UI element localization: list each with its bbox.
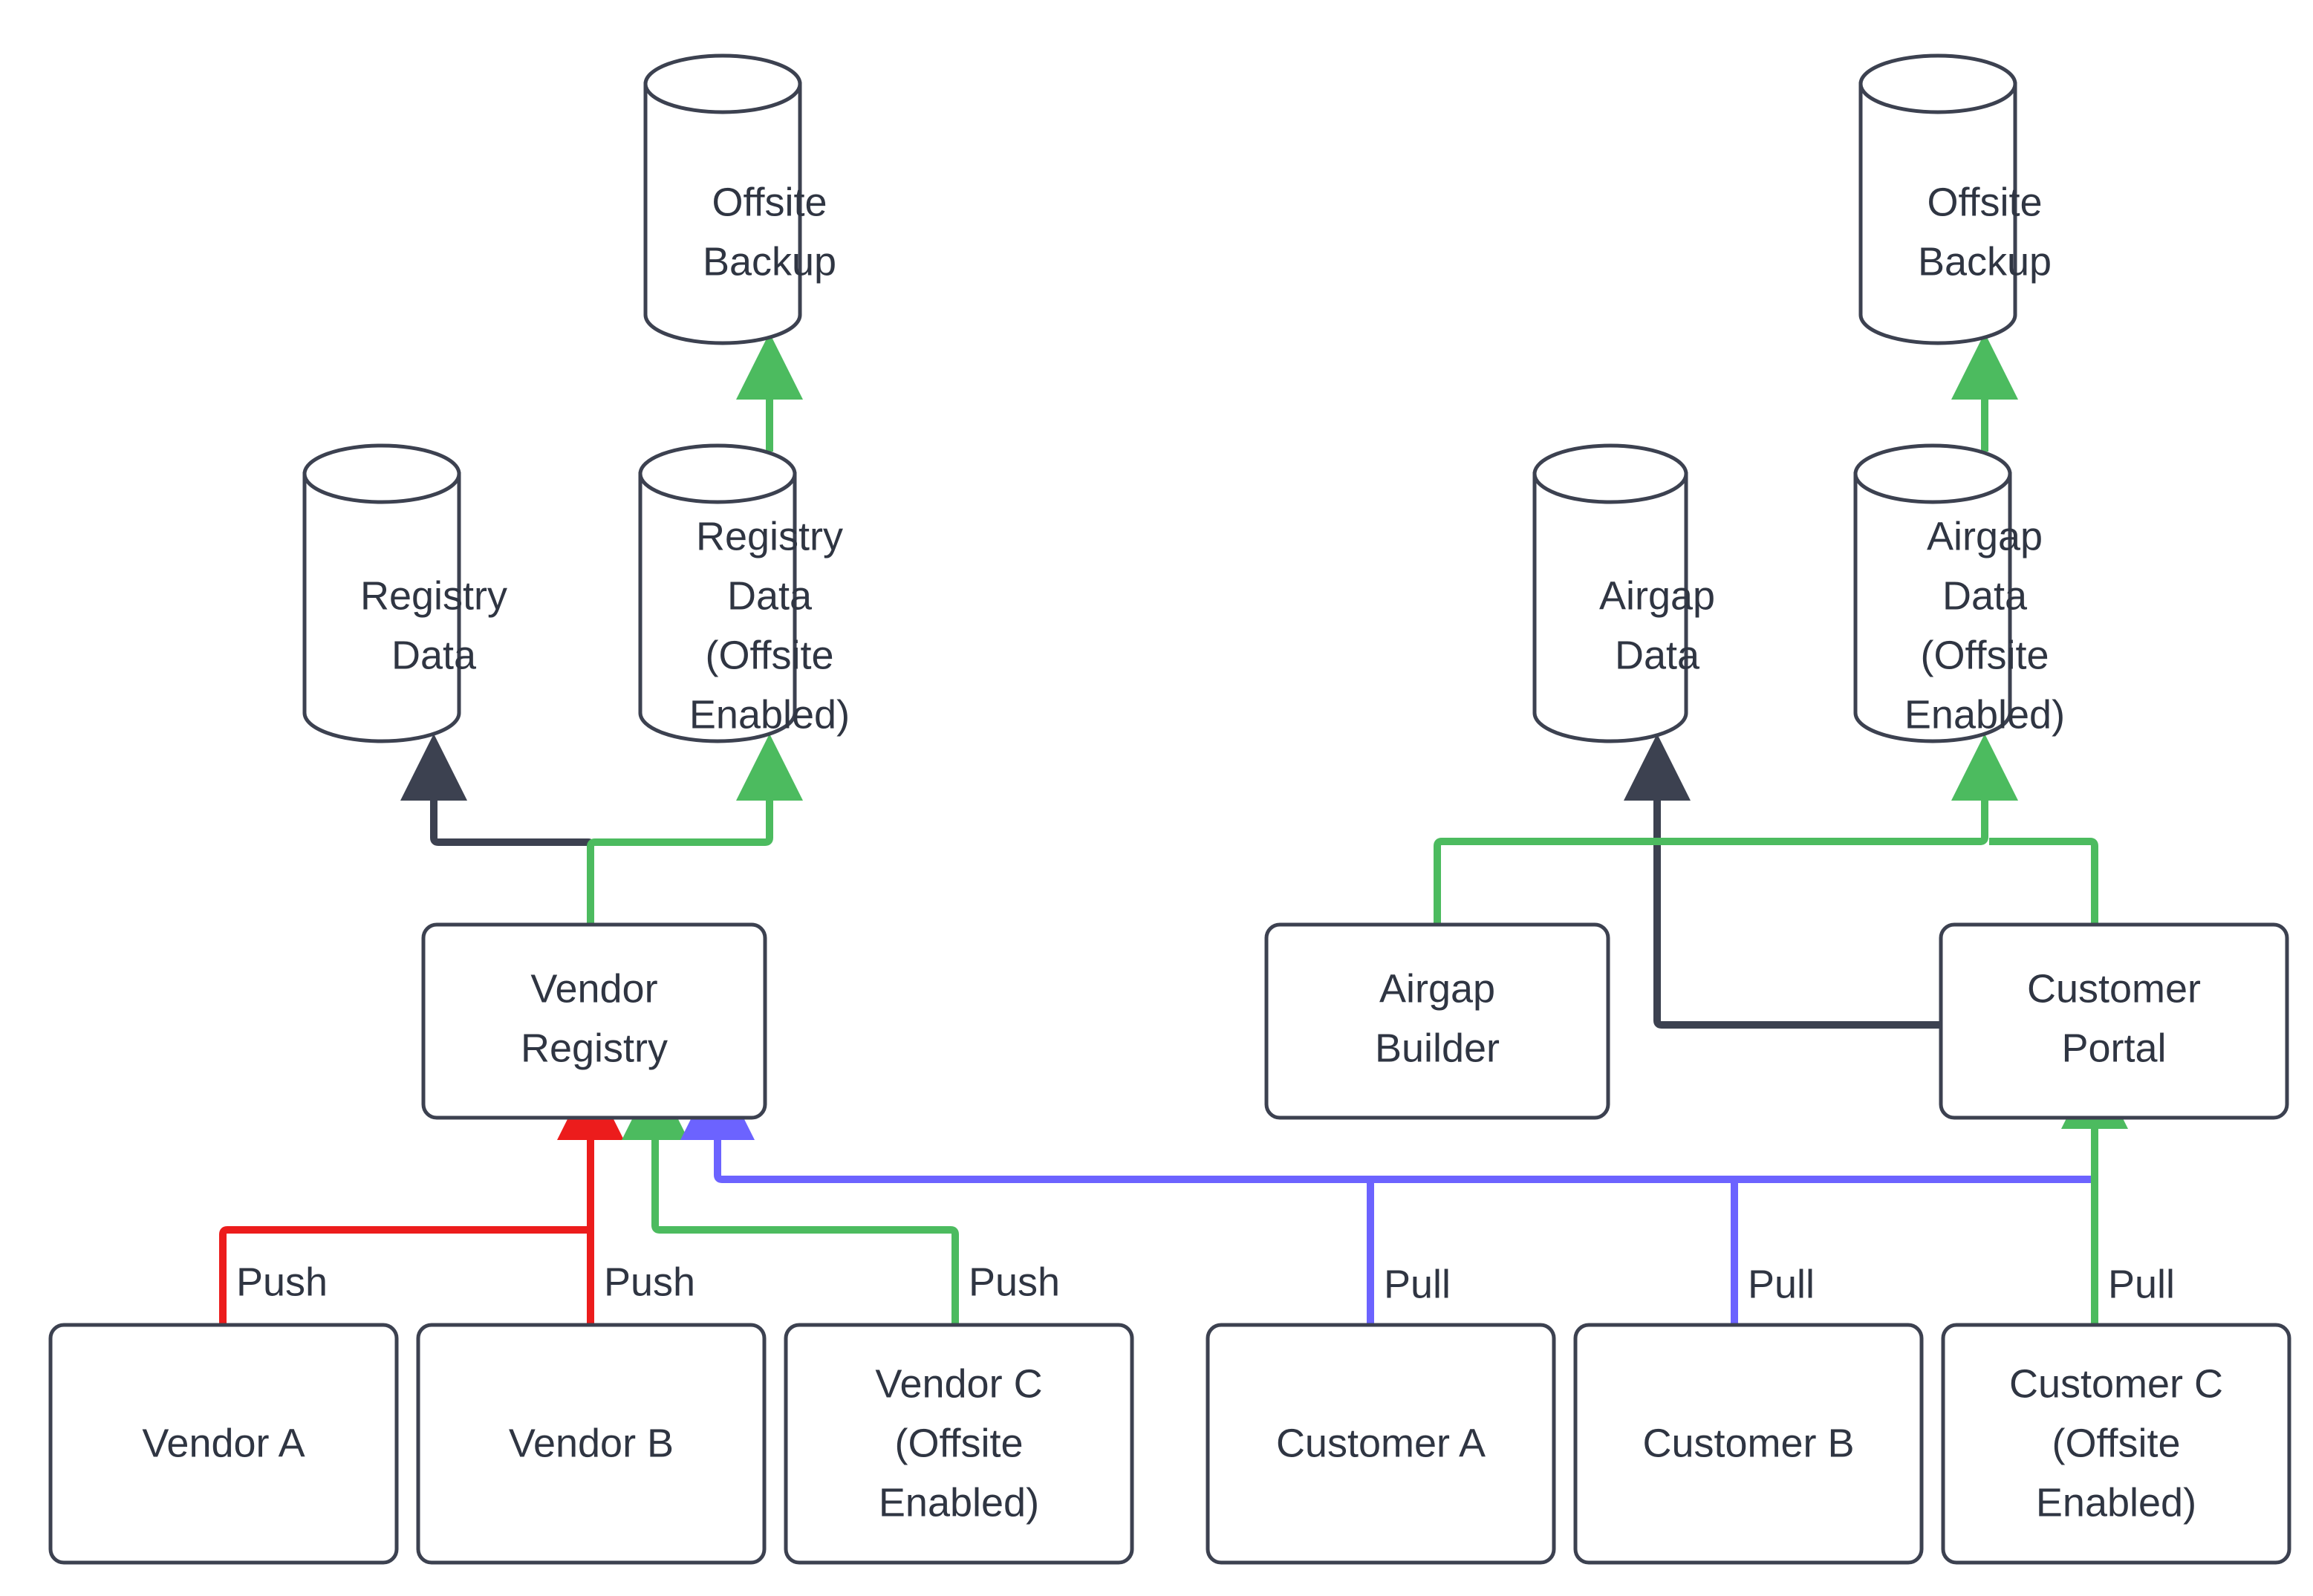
offsite-backup-left-line1: Offsite bbox=[712, 180, 827, 224]
edge-label-vendor-c-push: Push bbox=[969, 1260, 1060, 1304]
airgap-data-offsite-line2: Data bbox=[1942, 573, 2028, 618]
customer-portal-line2: Portal bbox=[2061, 1026, 2166, 1070]
registry-data-line1: Registry bbox=[360, 573, 507, 618]
node-vendor-b[interactable]: Vendor B bbox=[416, 1323, 767, 1565]
offsite-backup-right-line1: Offsite bbox=[1927, 180, 2042, 224]
node-vendor-a[interactable]: Vendor A bbox=[48, 1323, 399, 1565]
node-customer-c[interactable]: Customer C (Offsite Enabled) bbox=[1941, 1323, 2291, 1565]
registry-data-offsite-line3: (Offsite bbox=[705, 633, 833, 677]
airgap-data-offsite-line1: Airgap bbox=[1927, 514, 2043, 558]
vendor-registry-line1: Vendor bbox=[530, 966, 657, 1011]
airgap-data-line2: Data bbox=[1615, 633, 1700, 677]
airgap-builder-line1: Airgap bbox=[1379, 966, 1495, 1011]
edge-label-vendor-b-push: Push bbox=[604, 1260, 695, 1304]
edge-label-vendor-a-push: Push bbox=[236, 1260, 328, 1304]
customer-b-label: Customer B bbox=[1642, 1421, 1854, 1465]
vendor-c-line1: Vendor C bbox=[875, 1361, 1042, 1406]
edge-customer-portal-to-airgap-data bbox=[1624, 734, 1941, 1029]
airgap-data-offsite-line3: (Offsite bbox=[1920, 633, 2049, 677]
customer-c-line3: Enabled) bbox=[2036, 1480, 2196, 1525]
vendor-c-line2: (Offsite bbox=[894, 1421, 1023, 1465]
edge-customer-portal-to-airgap-offsite bbox=[1989, 838, 2098, 925]
customer-c-line1: Customer C bbox=[2009, 1361, 2223, 1406]
registry-data-offsite-line4: Enabled) bbox=[689, 692, 850, 737]
airgap-data-offsite-line4: Enabled) bbox=[1904, 692, 2065, 737]
edge-vendor-registry-to-registry-data bbox=[400, 734, 594, 848]
airgap-builder-line2: Builder bbox=[1375, 1026, 1500, 1070]
edge-vendor-c-push bbox=[622, 1073, 959, 1325]
node-registry-data-offsite[interactable]: Registry Data (Offsite Enabled) bbox=[638, 443, 850, 743]
edge-customer-b-pull bbox=[722, 1176, 1738, 1325]
node-airgap-data-offsite[interactable]: Airgap Data (Offsite Enabled) bbox=[1853, 443, 2065, 743]
node-vendor-c[interactable]: Vendor C (Offsite Enabled) bbox=[784, 1323, 1134, 1565]
edge-airgap-builder-to-airgap-data-offsite bbox=[1434, 734, 2018, 925]
edge-vendor-registry-to-registry-data-offsite bbox=[587, 734, 803, 925]
vendor-c-line3: Enabled) bbox=[879, 1480, 1039, 1525]
edge-pull-bus-riser bbox=[680, 1066, 2095, 1183]
node-customer-portal[interactable]: Customer Portal bbox=[1939, 922, 2289, 1120]
node-offsite-backup-right[interactable]: Offsite Backup bbox=[1858, 53, 2052, 345]
offsite-backup-right-line2: Backup bbox=[1918, 239, 2052, 284]
vendor-a-label: Vendor A bbox=[142, 1421, 305, 1465]
registry-data-offsite-line2: Data bbox=[727, 573, 813, 618]
registry-data-line2: Data bbox=[391, 633, 477, 677]
customer-portal-line1: Customer bbox=[2027, 966, 2201, 1011]
edge-label-customer-c-pull: Pull bbox=[2108, 1262, 2175, 1306]
customer-a-label: Customer A bbox=[1276, 1421, 1486, 1465]
airgap-data-line1: Airgap bbox=[1599, 573, 1715, 618]
node-airgap-data[interactable]: Airgap Data bbox=[1532, 443, 1715, 743]
node-offsite-backup-left[interactable]: Offsite Backup bbox=[643, 53, 836, 345]
node-airgap-builder[interactable]: Airgap Builder bbox=[1264, 922, 1610, 1120]
offsite-backup-left-line2: Backup bbox=[703, 239, 836, 284]
node-customer-a[interactable]: Customer A bbox=[1206, 1323, 1556, 1565]
node-vendor-registry[interactable]: Vendor Registry bbox=[421, 922, 767, 1120]
registry-data-offsite-line1: Registry bbox=[696, 514, 843, 558]
edge-vendor-a-push bbox=[219, 1226, 587, 1325]
vendor-registry-line2: Registry bbox=[521, 1026, 668, 1070]
edge-label-customer-a-pull: Pull bbox=[1384, 1262, 1451, 1306]
node-customer-b[interactable]: Customer B bbox=[1573, 1323, 1924, 1565]
vendor-b-label: Vendor B bbox=[509, 1421, 674, 1465]
node-registry-data[interactable]: Registry Data bbox=[302, 443, 507, 743]
customer-c-line2: (Offsite bbox=[2052, 1421, 2180, 1465]
edge-label-customer-b-pull: Pull bbox=[1748, 1262, 1815, 1306]
